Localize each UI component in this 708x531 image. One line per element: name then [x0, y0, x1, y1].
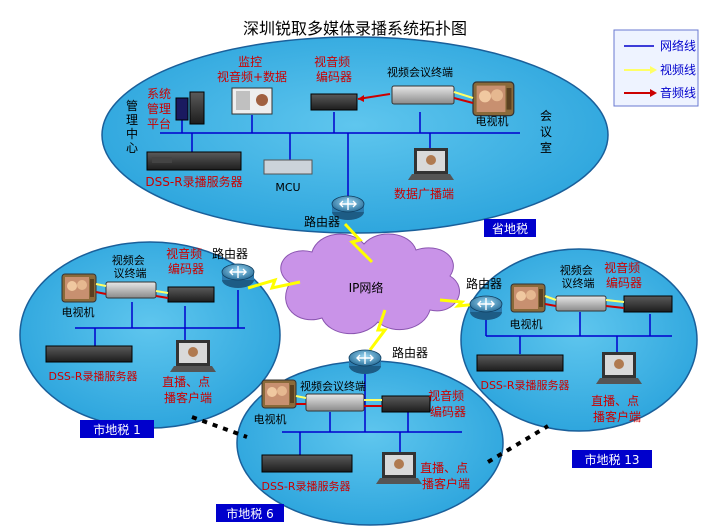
right-vc-terminal-icon — [555, 295, 607, 312]
top-dss-server-icon — [146, 151, 242, 171]
bottom-vc-terminal-icon — [305, 393, 365, 412]
top-router-label: 路由器 — [304, 214, 340, 229]
mgmt-platform-label: 系统 管理 平台 — [147, 87, 175, 131]
diagram-title: 深圳锐取多媒体录播系统拓扑图 — [243, 19, 467, 38]
right-vc-terminal-label: 视频会 议终端 — [560, 263, 597, 290]
bottom-encoder-icon — [381, 395, 431, 413]
left-encoder-label: 视音频 编码器 — [166, 246, 206, 276]
bottom-dss-label: DSS-R录播服务器 — [261, 479, 350, 493]
top-dss-label: DSS-R录播服务器 — [145, 174, 242, 189]
legend-network-label: 网络线 — [660, 38, 696, 53]
right-site-label: 市地税 13 — [584, 452, 639, 467]
bottom-router-label: 路由器 — [392, 345, 428, 360]
bottom-tv-icon — [261, 379, 297, 409]
right-dss-label: DSS-R录播服务器 — [480, 378, 569, 392]
top-encoder-icon — [310, 93, 358, 111]
right-client-label: 直播、点 播客户端 — [591, 394, 643, 424]
left-site-label: 市地税 1 — [93, 422, 140, 437]
top-vc-terminal-icon — [391, 85, 455, 105]
bottom-site-badge — [216, 504, 284, 522]
left-tv-label: 电视机 — [62, 305, 95, 319]
top-vc-terminal-label: 视频会议终端 — [387, 65, 453, 79]
right-encoder-label: 视音频 编码器 — [604, 260, 644, 290]
left-network-lines — [75, 290, 245, 346]
bottom-router-icon — [348, 349, 382, 375]
right-router-label: 路由器 — [466, 276, 502, 291]
meeting-room-label: 会议室 — [540, 109, 552, 155]
top-encoder-label: 视音频 编码器 — [314, 54, 354, 84]
right-tv-label: 电视机 — [510, 317, 543, 331]
top-video-line — [453, 91, 474, 99]
right-client-laptop-icon — [596, 352, 642, 384]
left-encoder-icon — [167, 286, 215, 303]
bottom-tv-label: 电视机 — [254, 412, 287, 426]
left-vc-terminal-icon — [105, 281, 157, 299]
ip-network-cloud — [280, 233, 460, 335]
lightning-left — [247, 277, 301, 291]
bottom-client-laptop-icon — [376, 452, 422, 484]
left-vc-terminal-label: 视频会 议终端 — [112, 253, 149, 280]
bottom-encoder-label: 视音频 编码器 — [428, 388, 468, 419]
left-router-icon — [221, 263, 255, 289]
right-network-lines — [485, 312, 672, 354]
bottom-vc-terminal-label: 视频会议终端 — [300, 379, 366, 393]
right-encoder-icon — [623, 295, 673, 313]
bottom-client-label: 直播、点 播客户端 — [420, 461, 472, 491]
ip-network-label: IP网络 — [349, 280, 384, 295]
lightning-right — [439, 298, 479, 308]
mcu-label: MCU — [275, 181, 300, 194]
left-dss-label: DSS-R录播服务器 — [48, 369, 137, 383]
data-broadcast-label: 数据广播端 — [394, 186, 454, 201]
province-site-badge — [484, 219, 536, 237]
dotted-link-left-bottom — [191, 415, 248, 439]
legend: 网络线 视频线 音频线 — [613, 29, 699, 107]
bottom-dss-server-icon — [261, 454, 353, 473]
lightning-bottom — [368, 309, 388, 351]
legend-audio-label: 音频线 — [660, 85, 696, 100]
right-site-badge — [572, 450, 652, 468]
right-tv-icon — [510, 283, 546, 313]
left-router-label: 路由器 — [212, 246, 248, 261]
left-client-label: 直播、点 播客户端 — [162, 375, 214, 405]
management-server-icon — [175, 91, 205, 125]
province-site-label: 省地税 — [492, 222, 528, 236]
legend-video-label: 视频线 — [660, 62, 696, 77]
left-tv-icon — [61, 273, 97, 303]
right-dss-server-icon — [476, 354, 564, 372]
left-dss-server-icon — [45, 345, 133, 363]
top-tv-icon — [472, 81, 515, 117]
data-broadcast-laptop-icon — [408, 148, 454, 180]
bottom-site-label: 市地税 6 — [226, 506, 273, 521]
monitor-icon — [231, 87, 273, 115]
monitor-label: 监控 视音频+数据 — [217, 55, 287, 84]
lightning-top — [343, 222, 374, 264]
dotted-link-bottom-right — [486, 424, 550, 464]
mcu-icon — [263, 159, 313, 175]
bottom-network-lines — [282, 372, 462, 455]
left-client-laptop-icon — [170, 340, 216, 372]
top-tv-label: 电视机 — [476, 114, 509, 128]
right-router-icon — [469, 295, 503, 321]
left-site-badge — [80, 420, 154, 438]
mgmt-center-label: 管理中心 — [126, 98, 138, 155]
